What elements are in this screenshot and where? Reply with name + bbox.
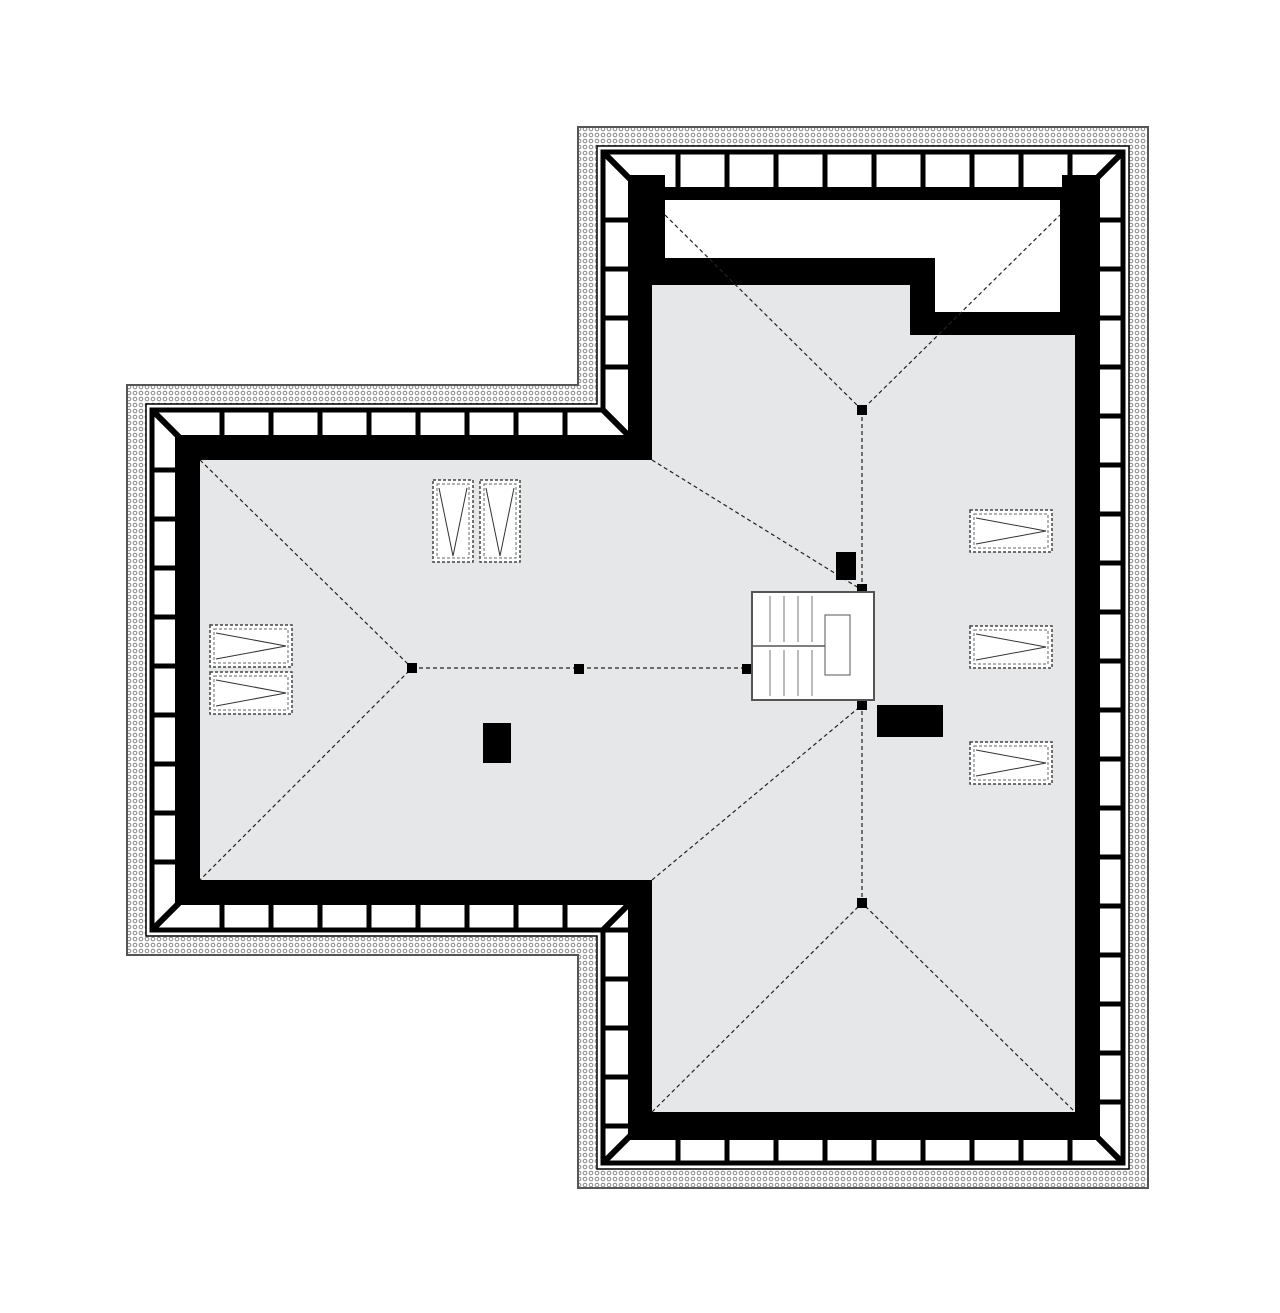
chimney bbox=[877, 705, 943, 737]
skylights bbox=[209, 479, 1053, 785]
skylight bbox=[969, 741, 1053, 785]
staircase bbox=[751, 591, 875, 701]
skylight bbox=[479, 479, 521, 563]
ridge-points bbox=[407, 405, 867, 908]
terrace-area bbox=[665, 200, 1060, 312]
chimney bbox=[483, 723, 511, 763]
skylight bbox=[969, 509, 1053, 553]
skylight bbox=[209, 671, 293, 715]
chimney bbox=[836, 552, 856, 580]
skylight bbox=[969, 625, 1053, 669]
attic-floor bbox=[200, 285, 1075, 1112]
skylight bbox=[432, 479, 474, 563]
skylight bbox=[209, 624, 293, 668]
